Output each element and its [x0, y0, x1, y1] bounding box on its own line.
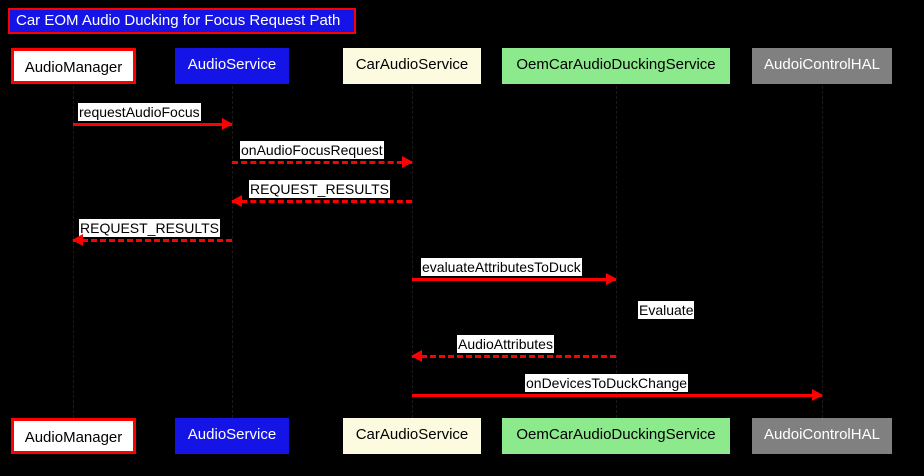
arrowhead-right-icon	[402, 156, 413, 168]
message-line	[73, 239, 232, 242]
participant-top-audoicontrolhal[interactable]: AudoiControlHAL	[752, 48, 892, 84]
message-line	[232, 200, 412, 203]
message-line	[412, 278, 616, 281]
message-arrow-onaudiofocusrequest[interactable]	[232, 156, 413, 168]
arrowhead-left-icon	[411, 350, 422, 362]
lifeline-caraudioservice	[412, 86, 413, 418]
lifeline-audiomanager	[73, 86, 74, 418]
arrowhead-right-icon	[222, 118, 233, 130]
message-line	[73, 123, 232, 126]
message-arrow-request-results-2[interactable]	[72, 234, 232, 246]
participant-bottom-audioservice[interactable]: AudioService	[175, 418, 289, 454]
message-label-audioattributes: AudioAttributes	[457, 335, 554, 353]
message-label-requestaudiofocus: requestAudioFocus	[78, 103, 201, 121]
message-arrow-requestaudiofocus[interactable]	[73, 118, 233, 130]
arrowhead-left-icon	[231, 195, 242, 207]
participant-bottom-caraudioservice[interactable]: CarAudioService	[343, 418, 481, 454]
diagram-title: Car EOM Audio Ducking for Focus Request …	[8, 8, 356, 34]
message-label-ondevicestoduckchange: onDevicesToDuckChange	[525, 374, 689, 392]
arrowhead-left-icon	[72, 234, 83, 246]
participant-top-audiomanager[interactable]: AudioManager	[11, 48, 136, 84]
lifeline-oemcaraudioduckingservice	[616, 86, 617, 418]
message-line	[412, 394, 822, 397]
message-label-onaudiofocusrequest: onAudioFocusRequest	[240, 141, 384, 159]
message-line	[412, 355, 616, 358]
participant-bottom-audoicontrolhal[interactable]: AudoiControlHAL	[752, 418, 892, 454]
message-arrow-ondevicestoduckchange[interactable]	[412, 389, 823, 401]
message-line	[232, 161, 412, 164]
message-arrow-evaluateattributestoduck[interactable]	[412, 273, 617, 285]
participant-bottom-audiomanager[interactable]: AudioManager	[11, 418, 136, 454]
message-label-request-results-2: REQUEST_RESULTS	[79, 219, 220, 237]
message-label-request-results-1: REQUEST_RESULTS	[249, 180, 390, 198]
participant-top-audioservice[interactable]: AudioService	[175, 48, 289, 84]
message-arrow-audioattributes[interactable]	[411, 350, 616, 362]
note-evaluate: Evaluate	[638, 301, 695, 319]
participant-top-caraudioservice[interactable]: CarAudioService	[343, 48, 481, 84]
message-label-evaluateattributestoduck: evaluateAttributesToDuck	[421, 258, 582, 276]
arrowhead-right-icon	[812, 389, 823, 401]
participant-top-oemcaraudioduckingservice[interactable]: OemCarAudioDuckingService	[502, 48, 730, 84]
message-arrow-request-results-1[interactable]	[231, 195, 412, 207]
lifeline-audoicontrolhal	[822, 86, 823, 418]
participant-bottom-oemcaraudioduckingservice[interactable]: OemCarAudioDuckingService	[502, 418, 730, 454]
arrowhead-right-icon	[606, 273, 617, 285]
lifeline-audioservice	[232, 86, 233, 418]
